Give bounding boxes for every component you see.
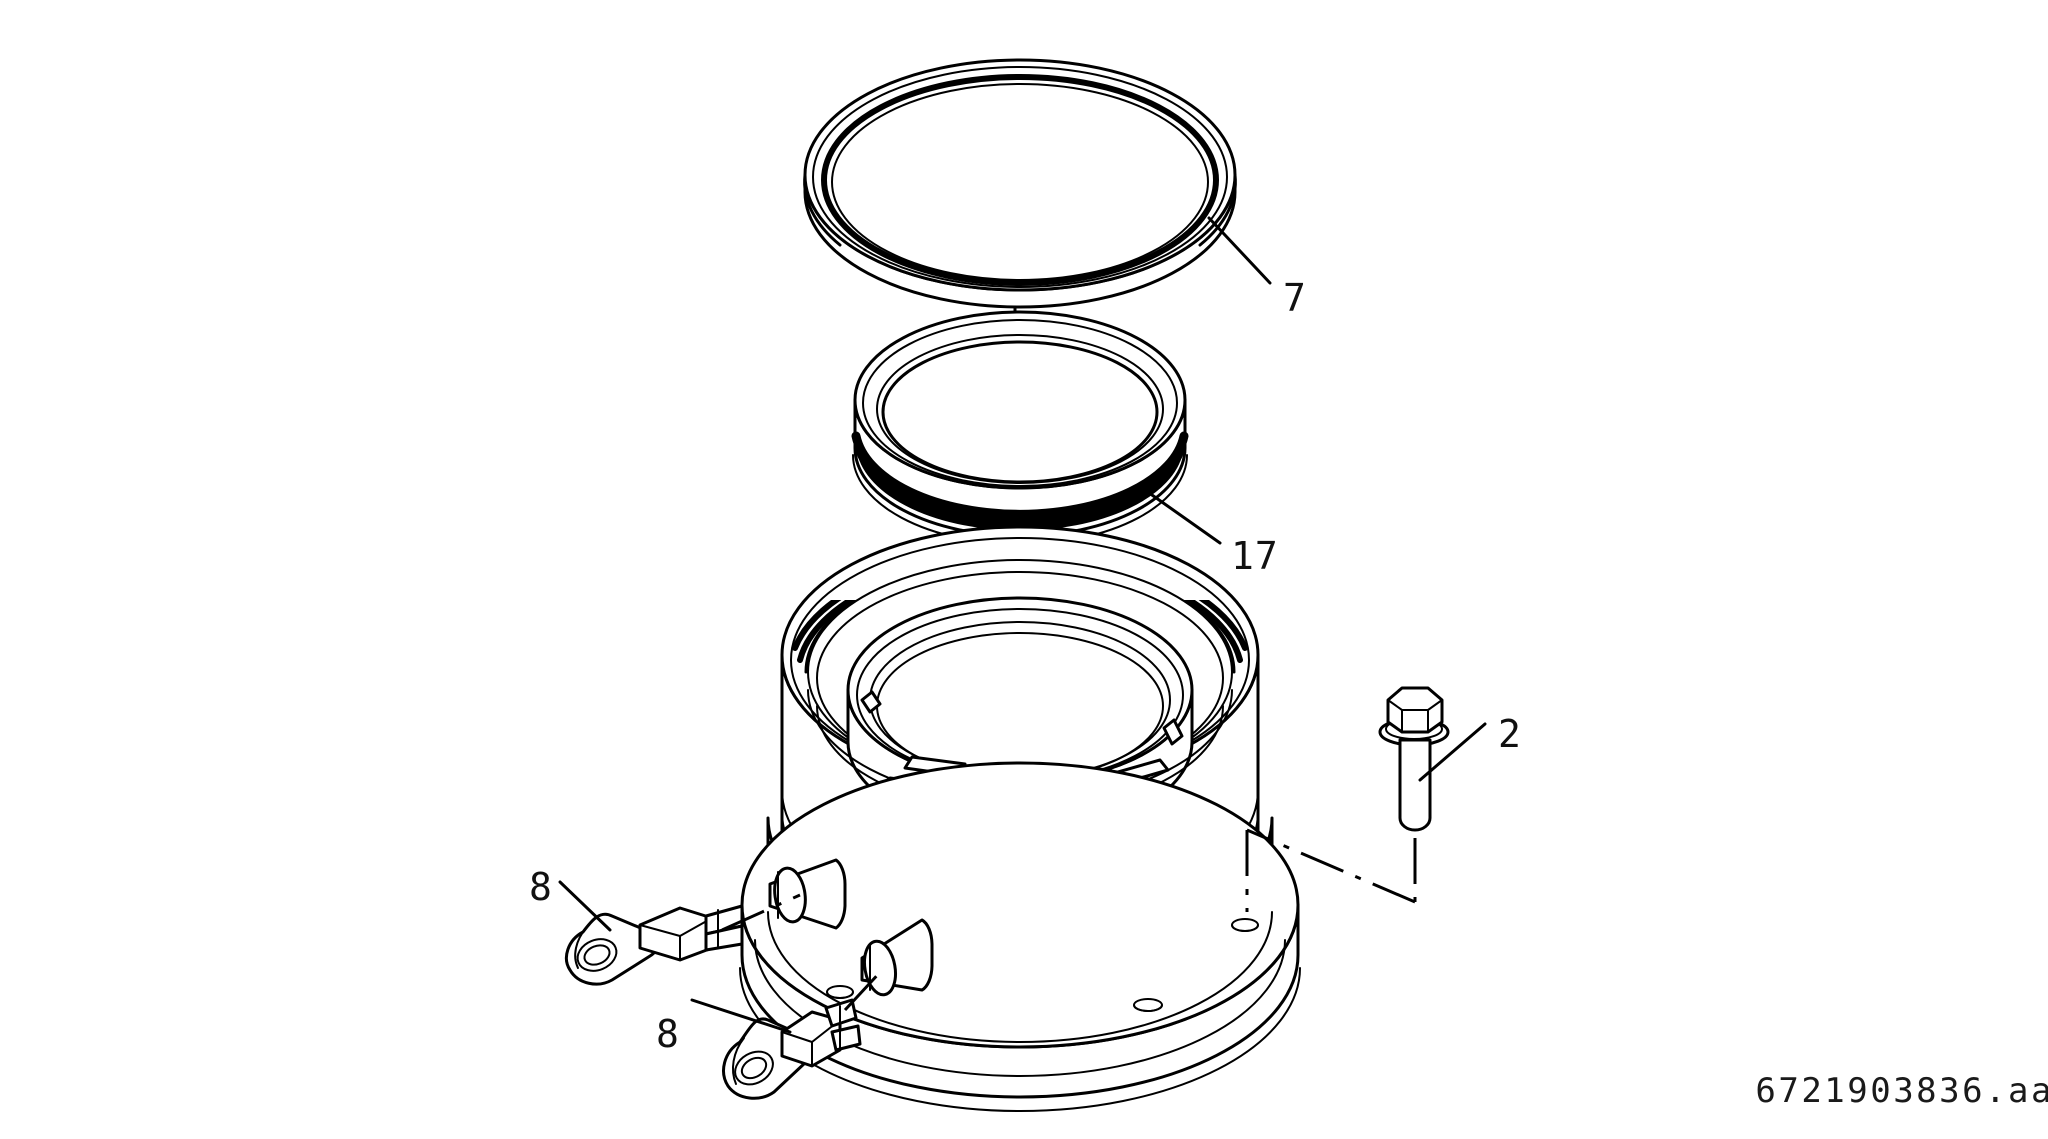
callout-label-2: 2 (1498, 712, 1522, 756)
part-collar-seal-ring (851, 310, 1189, 545)
part-hex-head-bolt (1378, 686, 1450, 832)
part-sensor-plug-upper (565, 904, 744, 986)
leader-line-17 (1150, 493, 1222, 545)
bolt-assembly-path (1245, 828, 1417, 912)
leader-line-2 (1418, 722, 1487, 782)
housing-port-lower (860, 918, 934, 997)
callout-label-7: 7 (1283, 276, 1307, 320)
leader-line-7 (1207, 216, 1272, 285)
callout-label-8-lower: 8 (656, 1012, 680, 1056)
flange-mounting-holes (826, 918, 1259, 1012)
part-burner-housing (739, 525, 1301, 1112)
leader-line-8-lower (690, 998, 792, 1034)
sensor-upper-assembly-path (721, 893, 801, 932)
drawing-number: 6721903836.aa (1755, 1071, 2048, 1111)
part-flat-sealing-ring (803, 58, 1237, 309)
part-sensor-plug-lower (722, 998, 862, 1100)
housing-port-upper (768, 858, 847, 930)
callout-label-17: 17 (1231, 534, 1279, 578)
leader-line-8-upper (558, 880, 612, 932)
sensor-lower-assembly-path (843, 966, 886, 1012)
callout-label-8-upper: 8 (529, 865, 553, 909)
